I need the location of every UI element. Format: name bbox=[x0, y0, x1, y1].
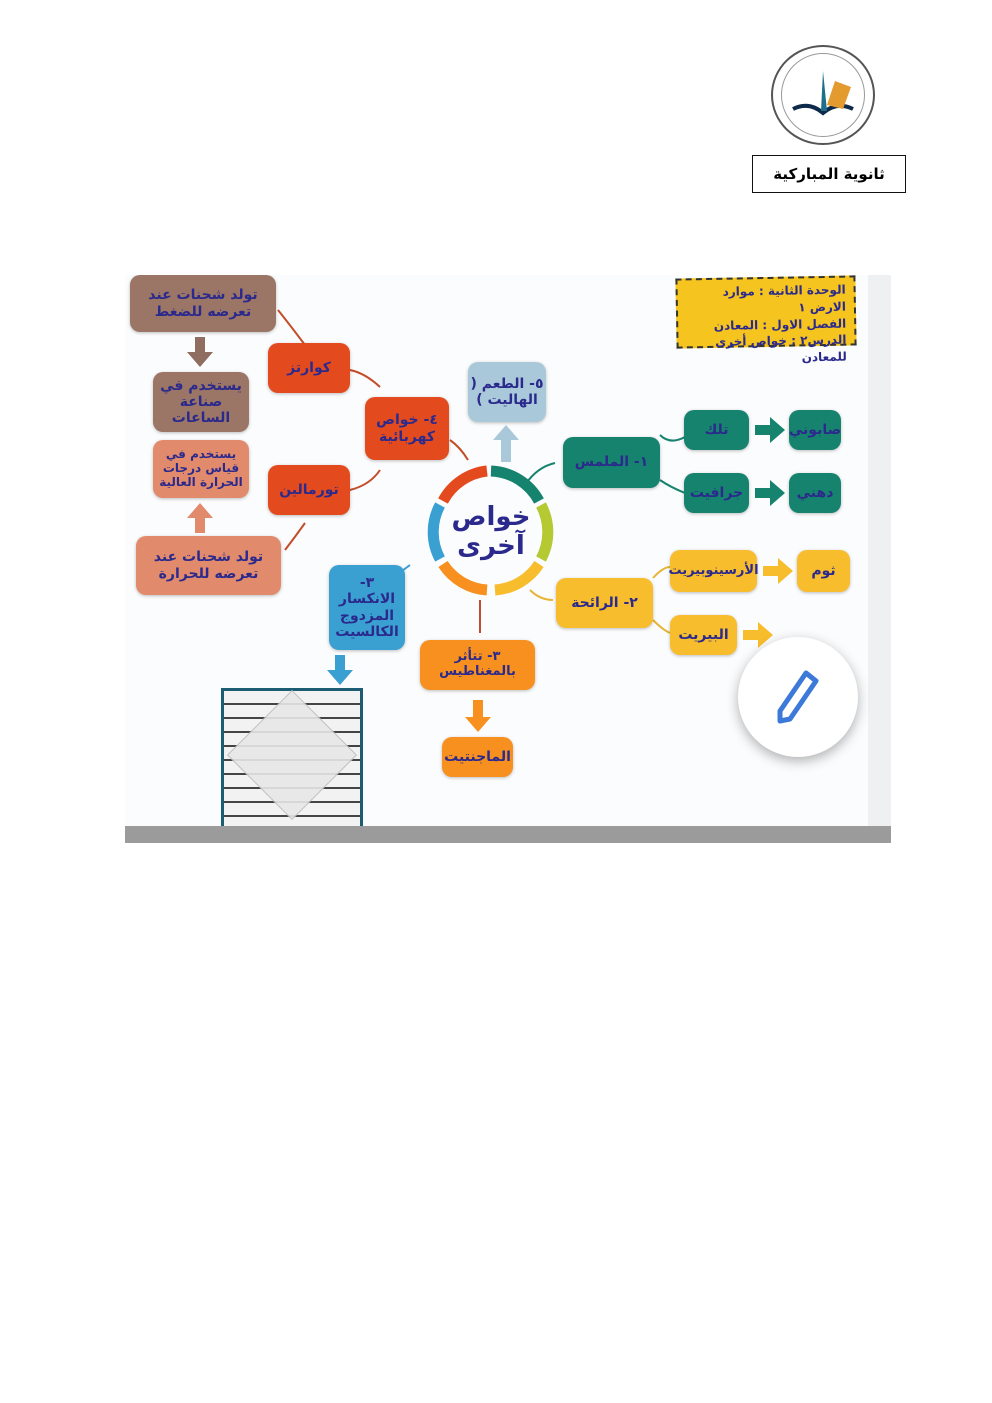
edit-button[interactable] bbox=[738, 637, 858, 757]
arrow-right-icon bbox=[755, 417, 785, 443]
quartz-charge-node: تولد شحنات عند تعرضه للضغط bbox=[130, 275, 276, 332]
arrow-right-icon bbox=[755, 480, 785, 506]
tourmaline-node: تورمالين bbox=[268, 465, 350, 515]
connectors bbox=[277, 309, 686, 634]
taste-node: ٥- الطعم ( الهاليت ) bbox=[468, 362, 546, 422]
arrow-down-icon bbox=[327, 655, 353, 685]
arrow-down-icon bbox=[465, 700, 491, 732]
quartz-use-node: يستخدم في صناعة الساعات bbox=[153, 372, 249, 432]
arsenopyrite-node: الأرسينوبيريت bbox=[668, 550, 759, 592]
magnetism-node: ٣- تتأثر بالمغناطيس bbox=[420, 640, 535, 690]
arrow-down-icon bbox=[187, 337, 213, 367]
arrow-right-icon bbox=[743, 622, 773, 648]
quartz-node: كوارتز bbox=[268, 343, 350, 393]
school-logo bbox=[771, 45, 875, 145]
touch-node: ١- الملمس bbox=[563, 437, 660, 488]
smell-node: ٢- الرائحة bbox=[556, 578, 653, 628]
tourmaline-use-node: يستخدم في قياس درجات الحرارة العالية bbox=[153, 440, 249, 498]
graphite-node: جرافيت bbox=[684, 473, 749, 513]
calcite-photo bbox=[221, 688, 363, 838]
school-name-box: ثانوية المباركية bbox=[752, 155, 906, 193]
arrow-up-icon bbox=[493, 425, 519, 462]
soapy-node: صابوني bbox=[789, 410, 841, 450]
arrow-right-icon bbox=[763, 558, 793, 584]
book-icon bbox=[792, 71, 854, 116]
arrow-up-icon bbox=[187, 503, 213, 533]
greasy-node: دهني bbox=[789, 473, 841, 513]
electric-properties-node: ٤- خواص كهربائية bbox=[365, 397, 449, 460]
double-refraction-node: ٣- الانكسار المزدوج الكالسيت bbox=[329, 565, 405, 650]
pyrite-node: البيريت bbox=[670, 615, 737, 655]
scroll-strip bbox=[868, 275, 891, 826]
talc-node: تلك bbox=[684, 410, 749, 450]
pencil-icon bbox=[777, 670, 819, 724]
garlic-node: ثوم bbox=[797, 550, 850, 592]
magnetite-node: الماجنتيت bbox=[442, 737, 513, 777]
bottom-bar bbox=[125, 826, 891, 843]
tourmaline-charge-node: تولد شحنات عند تعرضه للحرارة bbox=[136, 536, 281, 595]
